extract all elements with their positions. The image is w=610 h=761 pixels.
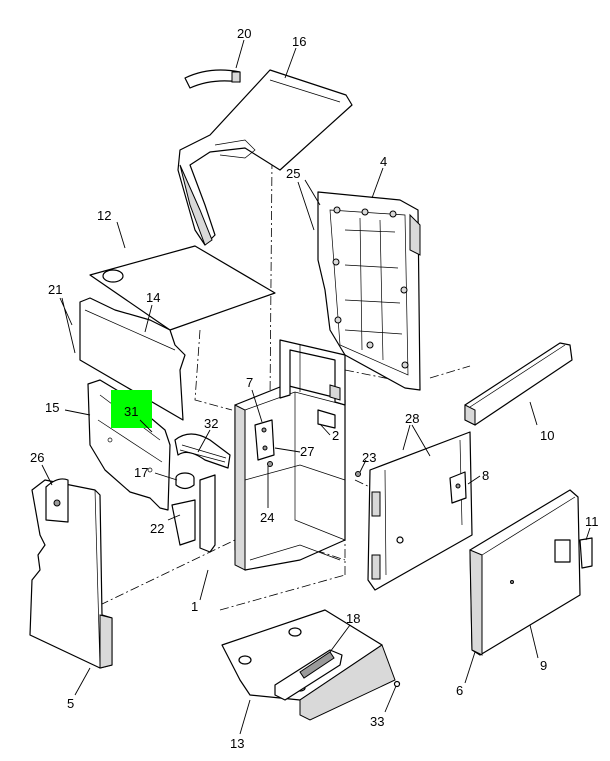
callout-9[interactable]: 9 [540, 658, 547, 673]
part-32-harness [174, 433, 231, 469]
callout-11[interactable]: 11 [585, 514, 599, 529]
callout-8[interactable]: 8 [482, 468, 489, 483]
callout-2[interactable]: 2 [332, 428, 339, 443]
fasteners [267, 461, 361, 477]
callout-14[interactable]: 14 [146, 290, 160, 305]
callout-15[interactable]: 15 [45, 400, 59, 415]
callout-6[interactable]: 6 [456, 683, 463, 698]
callout-22[interactable]: 22 [150, 521, 164, 536]
callout-13[interactable]: 13 [230, 736, 244, 751]
part-9-front-door [469, 489, 581, 656]
callout-labels: 20 16 25 4 12 21 14 15 31 7 32 2 27 28 1… [30, 26, 599, 751]
callout-31[interactable]: 31 [124, 404, 138, 419]
callout-16[interactable]: 16 [292, 34, 306, 49]
part-5-left-side-panel [29, 479, 113, 669]
part-16-top-cover [177, 69, 353, 246]
callout-7[interactable]: 7 [246, 375, 253, 390]
callout-33[interactable]: 33 [370, 714, 384, 729]
callout-23[interactable]: 23 [362, 450, 376, 465]
part-28-door-panel [367, 431, 473, 591]
callout-4[interactable]: 4 [380, 154, 387, 169]
callout-10[interactable]: 10 [540, 428, 554, 443]
part-7-bracket [254, 419, 275, 461]
part-33-pin [393, 680, 401, 688]
part-8-latch [449, 471, 467, 504]
part-4-back-panel [317, 191, 421, 391]
callout-27[interactable]: 27 [300, 444, 314, 459]
part-20-handle [184, 69, 241, 89]
part-26-cover [45, 478, 69, 523]
part-18-bracket [274, 649, 343, 701]
part-2-bracket [317, 384, 341, 429]
part-22-plate [171, 499, 196, 546]
callout-5[interactable]: 5 [67, 696, 74, 711]
part-17-fitting [175, 472, 195, 490]
leader-lines [41, 39, 591, 735]
callout-26[interactable]: 26 [30, 450, 44, 465]
callout-20[interactable]: 20 [237, 26, 251, 41]
part-12-top-plate [89, 245, 276, 331]
part-31-highlight [111, 390, 152, 428]
callout-18[interactable]: 18 [346, 611, 360, 626]
callout-24[interactable]: 24 [260, 510, 274, 525]
callout-1[interactable]: 1 [191, 599, 198, 614]
callout-21[interactable]: 21 [48, 282, 62, 297]
callout-32[interactable]: 32 [204, 416, 218, 431]
callout-28[interactable]: 28 [405, 411, 419, 426]
part-11-handle [579, 537, 593, 569]
callout-12[interactable]: 12 [97, 208, 111, 223]
part-13-base-plate [221, 609, 396, 721]
part-10-bumper [464, 342, 573, 426]
callout-17[interactable]: 17 [134, 465, 148, 480]
callout-25[interactable]: 25 [286, 166, 300, 181]
